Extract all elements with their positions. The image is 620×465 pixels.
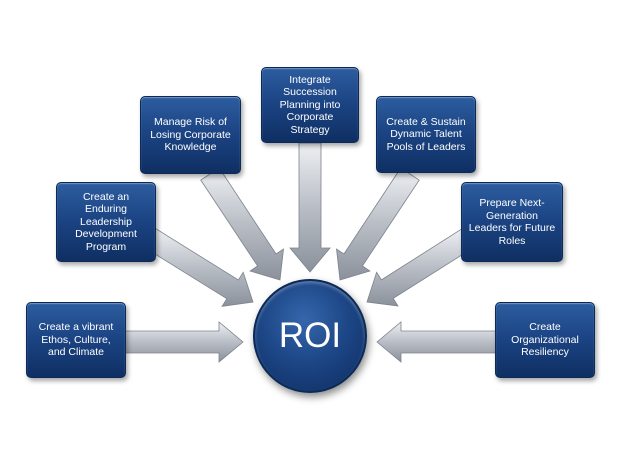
box-label: Prepare Next-Generation Leaders for Futu… [468, 197, 556, 247]
box-org-resiliency: Create Organizational Resiliency [495, 302, 595, 378]
arrow-org-resiliency [376, 321, 498, 363]
arrow-vibrant-ethos [123, 321, 244, 363]
box-label: Manage Risk of Losing Corporate Knowledg… [150, 116, 231, 154]
arrow-enduring-leadership [143, 228, 254, 307]
roi-label: ROI [278, 316, 342, 355]
box-label: Create & Sustain Dynamic Talent Pools of… [386, 115, 466, 153]
arrow-talent-pools [336, 167, 420, 281]
box-next-generation: Prepare Next-Generation Leaders for Futu… [461, 182, 563, 262]
arrow-manage-risk [200, 167, 284, 281]
arrow-integrate-succession [289, 142, 331, 273]
box-enduring-leadership: Create an Enduring Leadership Developmen… [56, 182, 156, 262]
box-label: Create a vibrant Ethos, Culture, and Cli… [38, 321, 114, 359]
roi-circle: ROI [253, 279, 367, 393]
arrow-next-generation [366, 228, 475, 307]
box-talent-pools: Create & Sustain Dynamic Talent Pools of… [376, 96, 476, 173]
box-vibrant-ethos: Create a vibrant Ethos, Culture, and Cli… [26, 302, 126, 378]
box-manage-risk: Manage Risk of Losing Corporate Knowledg… [140, 96, 241, 174]
box-label: Integrate Succession Planning into Corpo… [279, 73, 341, 136]
box-label: Create Organizational Resiliency [511, 321, 579, 359]
box-label: Create an Enduring Leadership Developmen… [75, 190, 137, 253]
box-integrate-succession: Integrate Succession Planning into Corpo… [261, 67, 359, 143]
